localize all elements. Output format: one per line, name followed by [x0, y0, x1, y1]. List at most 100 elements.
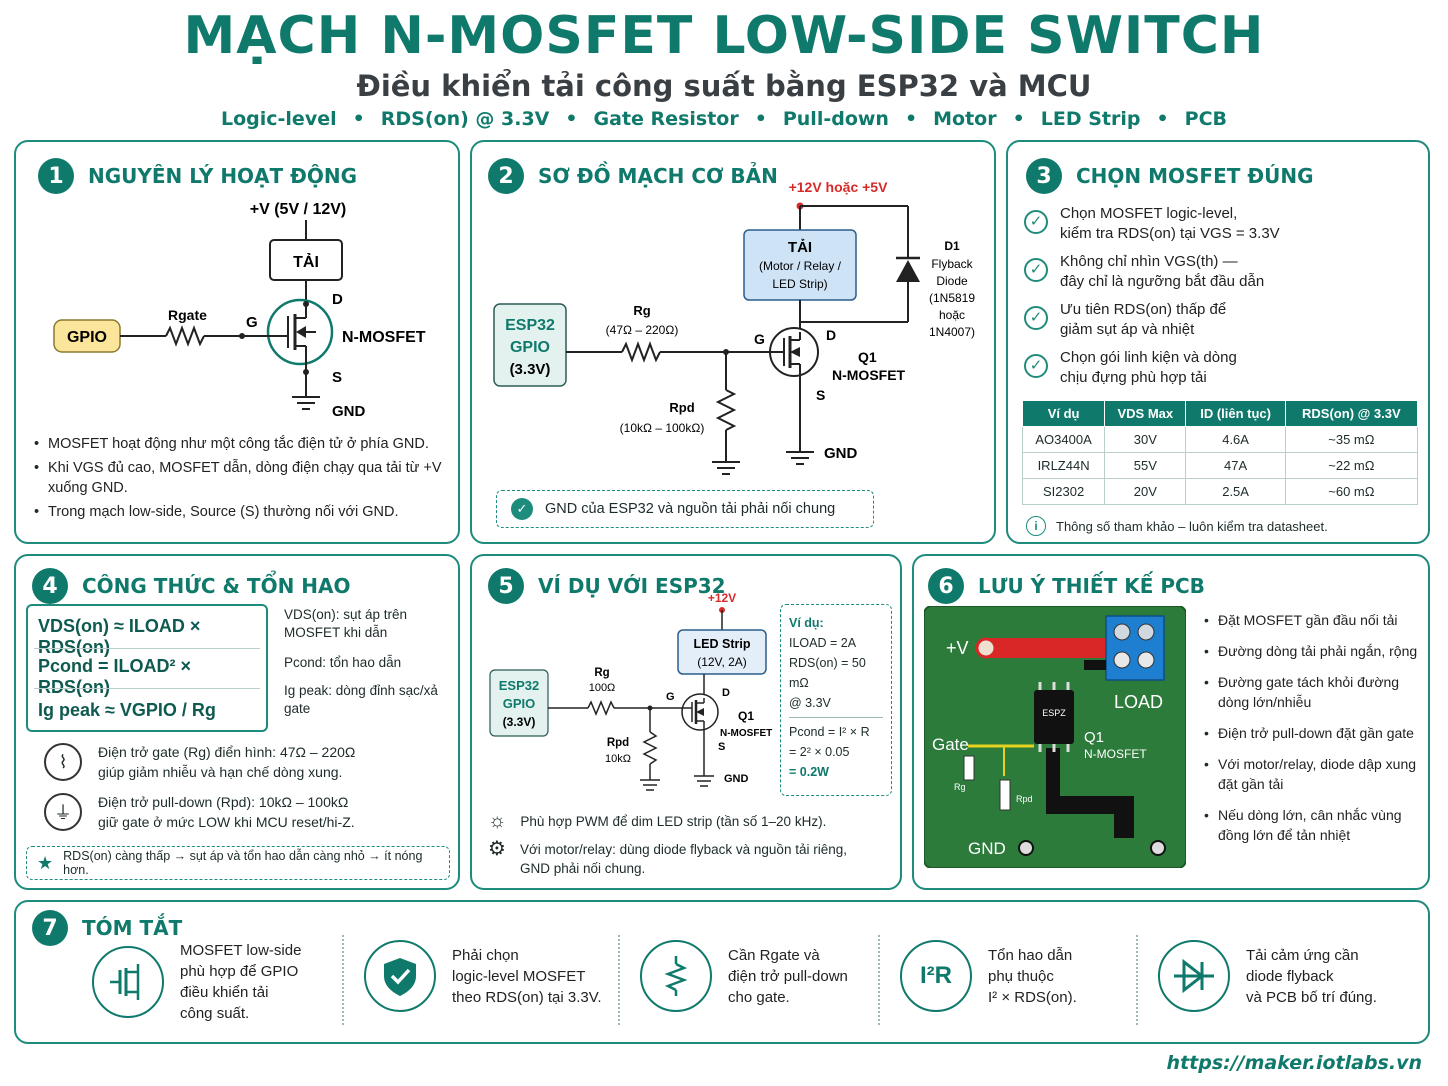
drain-label: D [826, 327, 836, 343]
check-icon: ✓ [1024, 258, 1048, 282]
star-note: ★ RDS(on) càng thấp → sụt áp và tổn hao … [26, 846, 450, 880]
motor-note: ⚙ Với motor/relay: dùng diode flyback và… [488, 838, 847, 876]
flyback-diode [896, 260, 920, 282]
bullet: Trong mạch low-side, Source (S) thường n… [34, 502, 454, 522]
mosfet-chip [1034, 690, 1074, 744]
panel-title: CHỌN MOSFET ĐÚNG [1076, 164, 1314, 188]
rpd-label: Rpd [607, 737, 629, 749]
table-header: RDS(on) @ 3.3V [1284, 400, 1419, 427]
step-number: 4 [32, 568, 68, 604]
esp32-label: ESP32 [505, 317, 555, 334]
chip-label: ESPZ [1042, 708, 1066, 718]
gnd-label: GND [968, 839, 1006, 858]
load-sub-2: LED Strip) [772, 277, 827, 291]
example-schematic: +12V LED Strip (12V, 2A) D S Q1 N-MOSFET… [489, 591, 772, 791]
supply-label: +12V [708, 591, 736, 605]
step-number: 2 [488, 158, 524, 194]
rpd-note: ⏚ Điện trở pull-down (Rpd): 10kΩ – 100kΩ… [44, 792, 355, 832]
source-label: S [816, 387, 825, 403]
header: MẠCH N-MOSFET LOW-SIDE SWITCH Điều khiển… [0, 0, 1448, 130]
info-icon: i [1026, 516, 1046, 536]
rg-label: Rg [954, 782, 966, 792]
bullet: Đường dòng tải phải ngắn, rộng [1204, 641, 1426, 661]
step-number: 6 [928, 568, 964, 604]
bullet: Đặt MOSFET gần đầu nối tải [1204, 610, 1426, 630]
gate-label: G [666, 691, 675, 703]
table-header: ID (liên tục) [1185, 400, 1286, 427]
panel-basic-circuit: 2 SƠ ĐỒ MẠCH CƠ BẢN +12V hoặc +5V TẢI (M… [470, 140, 996, 544]
rg-label: Rg [594, 667, 609, 679]
rg-value: (47Ω – 220Ω) [606, 323, 679, 337]
def-vds: VDS(on): sụt áp trên MOSFET khi dẫn [284, 607, 408, 640]
panel-esp32-example: 5 VÍ DỤ VỚI ESP32 +12V LED Strip (12V, 2… [470, 554, 902, 890]
panel-header: 1 NGUYÊN LÝ HOẠT ĐỘNG [38, 158, 357, 194]
gate-label: Gate [932, 735, 969, 754]
led-sub-label: (12V, 2A) [697, 655, 747, 669]
rpd-value: (10kΩ – 100kΩ) [620, 421, 705, 435]
check-icon: ✓ [1024, 354, 1048, 378]
def-ig: Ig peak: dòng đỉnh sạc/xả gate [284, 683, 438, 716]
diode-label: Diode [936, 274, 968, 288]
bullet: Nếu dòng lớn, cân nhắc vùng đồng lớn để … [1204, 805, 1426, 845]
mosfet-icon [92, 946, 164, 1018]
principle-bullets: MOSFET hoạt động như một công tắc điện t… [34, 434, 454, 526]
panel-principle: 1 NGUYÊN LÝ HOẠT ĐỘNG +V (5V / 12V) TẢI … [14, 140, 460, 544]
mosfet-label: N-MOSFET [720, 728, 772, 739]
common-ground-note: ✓ GND của ESP32 và nguồn tải phải nối ch… [496, 490, 874, 528]
tag: Motor [933, 108, 997, 130]
formula-vds: VDS(on) ≈ ILOAD × RDS(on) [38, 616, 201, 657]
check-item: ✓ Chọn MOSFET logic-level,kiểm tra RDS(o… [1024, 204, 1280, 244]
i2r-icon: I²R [900, 940, 972, 1012]
panel-title: TÓM TẮT [82, 916, 183, 940]
rg-value: 100Ω [589, 682, 616, 694]
rgate-label: Rgate [168, 307, 207, 323]
rpd-resistor [999, 779, 1011, 811]
panel-header: 4 CÔNG THỨC & TỔN HAO [32, 568, 351, 604]
diode-icon [1158, 940, 1230, 1012]
d1-label: D1 [944, 239, 960, 253]
led-strip-box [677, 629, 767, 675]
panel-title: VÍ DỤ VỚI ESP32 [538, 574, 726, 598]
formula-box: VDS(on) ≈ ILOAD × RDS(on) Pcond = ILOAD²… [26, 604, 268, 732]
table-header: VDS Max [1104, 400, 1187, 427]
formula-ig: Ig peak ≈ VGPIO / Rg [38, 700, 216, 720]
esp32-label: ESP32 [499, 678, 539, 693]
check-icon: ✓ [1024, 306, 1048, 330]
pwm-note: ☼ Phù hợp PWM để dim LED strip (tần số 1… [488, 810, 827, 832]
esp32-box [493, 303, 567, 387]
esp32-voltage-label: (3.3V) [503, 715, 536, 729]
rg-note: ⌇ Điện trở gate (Rg) điển hình: 47Ω – 22… [44, 742, 355, 782]
table-header-row: Ví dụ VDS Max ID (liên tục) RDS(on) @ 3.… [1021, 400, 1419, 427]
ground-icon: ⏚ [44, 793, 82, 831]
tag: LED Strip [1040, 108, 1141, 130]
led-label: LED Strip [694, 637, 751, 651]
q1-label: Q1 [858, 349, 877, 365]
resistor-icon: ⌇ [44, 743, 82, 781]
page-subtitle: Điều khiển tải công suất bằng ESP32 và M… [356, 69, 1092, 103]
source-label: S [718, 741, 725, 753]
resistor-icon [640, 940, 712, 1012]
diode-or: hoặc [939, 308, 965, 322]
vplus-label: +V [946, 638, 969, 658]
step-number: 3 [1026, 158, 1062, 194]
q1-label: Q1 [1084, 729, 1104, 746]
tag: Pull-down [782, 108, 889, 130]
rpd-value: 10kΩ [605, 753, 631, 765]
source-label: S [332, 369, 342, 386]
panel-title: CÔNG THỨC & TỔN HAO [82, 574, 351, 598]
check-icon: ✓ [1024, 210, 1048, 234]
example-calc-box: Ví dụ: ILOAD = 2A RDS(on) = 50 mΩ @ 3.3V… [780, 604, 892, 796]
rg-resistor [963, 755, 975, 781]
bullet: Khi VGS đủ cao, MOSFET dẫn, dòng điện ch… [34, 458, 454, 498]
panel-header: 5 VÍ DỤ VỚI ESP32 [488, 568, 726, 604]
mosfet-label: N-MOSFET [342, 329, 426, 346]
table-header: Ví dụ [1021, 400, 1106, 427]
def-pcond: Pcond: tổn hao dẫn [284, 655, 402, 670]
footer-url[interactable]: https://maker.iotlabs.vn [1166, 1052, 1422, 1074]
bullet: Điện trở pull-down đặt gần gate [1204, 723, 1426, 743]
gnd-label: GND [724, 773, 749, 785]
